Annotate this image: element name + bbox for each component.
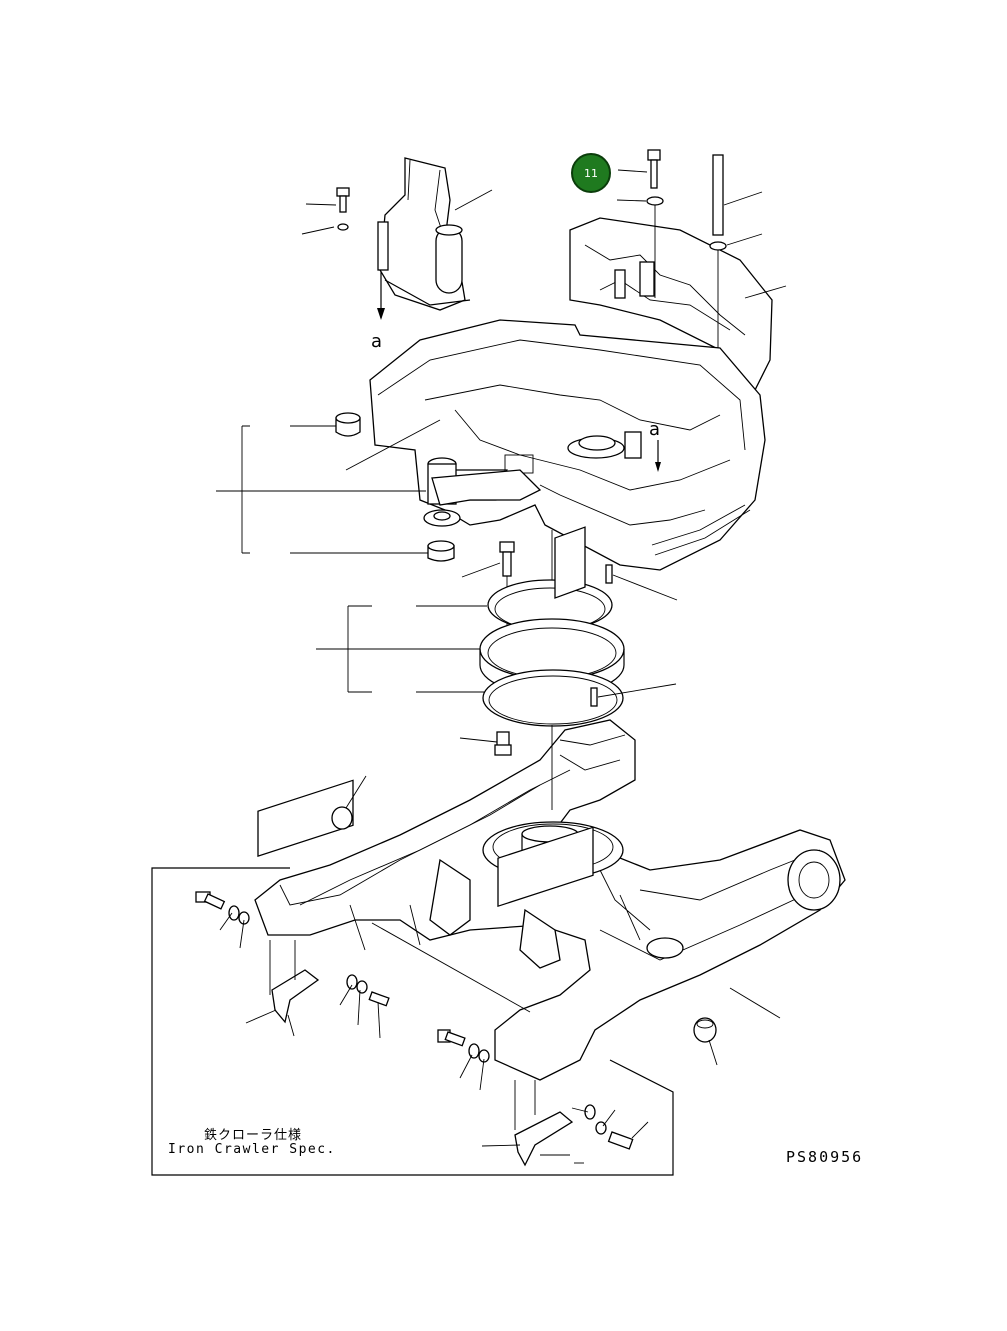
counterweight-bolt: [646, 149, 664, 298]
plug-right: [693, 1017, 717, 1043]
swing-bolt-lower: [494, 731, 512, 756]
reference-label-a-right: a: [649, 419, 661, 440]
arrow-a-1: [377, 272, 385, 320]
inset-spec-label-en: Iron Crawler Spec.: [168, 1142, 336, 1157]
revolving-frame: [369, 319, 766, 571]
swing-circle: [479, 530, 625, 727]
arrow-a-2: [655, 440, 661, 472]
inset-spec-label-jp: 鉄クローラ仕様: [204, 1128, 303, 1143]
bolt-upper-left: [336, 187, 350, 231]
figure-code: PS80956: [786, 1148, 864, 1166]
leader-lines: [216, 169, 787, 1164]
bushing-lower: [427, 540, 455, 562]
side-cover-assembly: [377, 157, 471, 311]
swing-bracket: [423, 457, 542, 527]
track-frame: [254, 526, 846, 1081]
reference-label-a-left: a: [371, 331, 383, 352]
swing-pin-2: [590, 687, 598, 707]
callout-marker-11[interactable]: 11: [571, 153, 611, 193]
cap-upper: [335, 412, 361, 437]
iron-crawler-inset: [151, 867, 674, 1176]
counterweight-stud: [709, 154, 727, 400]
plug-left: [331, 806, 353, 830]
swing-pin-1: [605, 564, 613, 584]
